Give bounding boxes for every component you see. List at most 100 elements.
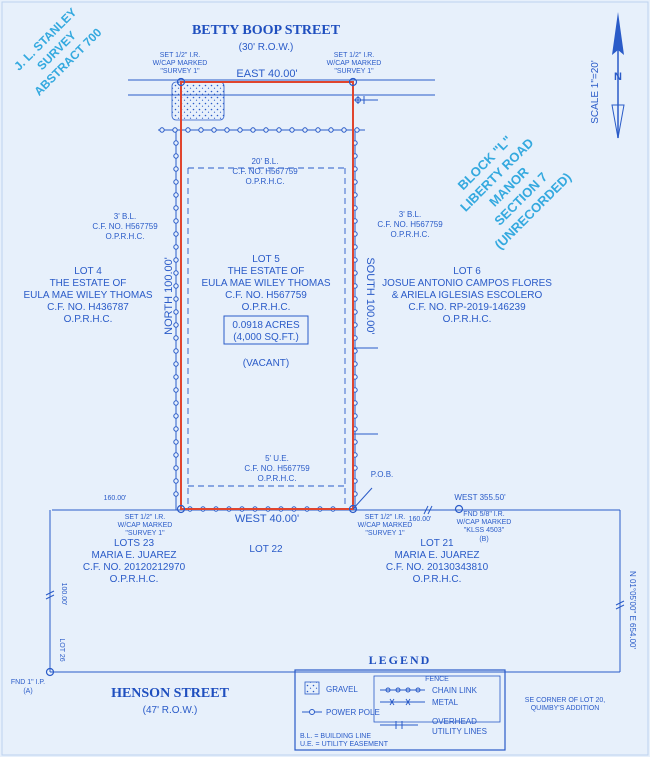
svg-text:C.F. NO. H567759: C.F. NO. H567759	[244, 464, 310, 473]
fence-post	[302, 127, 308, 133]
svg-text:O.P.R.H.C.: O.P.R.H.C.	[242, 302, 291, 313]
fence-post	[173, 374, 179, 380]
bottom-street-row: (47' R.O.W.)	[143, 705, 198, 716]
svg-text:O.P.R.H.C.: O.P.R.H.C.	[258, 474, 297, 483]
svg-text:LOT 4: LOT 4	[74, 266, 102, 277]
svg-text:OVERHEAD: OVERHEAD	[432, 717, 477, 726]
svg-text:W/CAP MARKED: W/CAP MARKED	[118, 522, 173, 529]
fence-post	[173, 218, 179, 224]
fence-post	[173, 361, 179, 367]
area-acres: 0.0918 ACRES	[232, 320, 300, 331]
svg-text:3' B.L.: 3' B.L.	[114, 212, 136, 221]
fence-post	[173, 491, 179, 497]
fence-post	[173, 166, 179, 172]
svg-text:C.F. NO. H567759: C.F. NO. H567759	[92, 222, 158, 231]
svg-text:LOTS 23: LOTS 23	[114, 538, 154, 549]
bottom-street-name: HENSON STREET	[111, 686, 230, 701]
legend-overhead-icon	[380, 721, 418, 729]
fence-post	[173, 244, 179, 250]
svg-text:GRAVEL: GRAVEL	[326, 685, 358, 694]
fence-post	[224, 127, 230, 133]
svg-text:SE CORNER OF LOT 20,: SE CORNER OF LOT 20,	[525, 697, 605, 704]
svg-text:FENCE: FENCE	[425, 676, 449, 683]
fence-post	[315, 127, 321, 133]
fence-post	[328, 127, 334, 133]
boundary-tie	[352, 487, 373, 510]
svg-text:3' B.L.: 3' B.L.	[399, 210, 421, 219]
svg-text:"SURVEY 1": "SURVEY 1"	[160, 68, 200, 75]
lot6-label: LOT 6 JOSUE ANTONIO CAMPOS FLORES & ARIE…	[382, 266, 552, 325]
fence-post	[173, 309, 179, 315]
top-street-row: (30' R.O.W.)	[239, 42, 294, 53]
svg-text:N: N	[614, 71, 622, 83]
svg-text:EULA MAE WILEY THOMAS: EULA MAE WILEY THOMAS	[201, 278, 330, 289]
svg-text:O.P.R.H.C.: O.P.R.H.C.	[391, 230, 430, 239]
svg-text:MARIA E. JUAREZ: MARIA E. JUAREZ	[394, 550, 479, 561]
lot26-label: LOT 26	[58, 638, 65, 661]
monument-bottom-left: SET 1/2" I.R. W/CAP MARKED "SURVEY 1"	[118, 514, 173, 537]
legend-title: LEGEND	[369, 653, 432, 667]
svg-text:(B): (B)	[479, 536, 488, 543]
svg-text:"SURVEY 1": "SURVEY 1"	[365, 530, 405, 537]
fence-post	[263, 127, 269, 133]
svg-text:C.F. NO. 20120212970: C.F. NO. 20120212970	[83, 562, 186, 573]
fence-post	[172, 127, 178, 133]
dim-160-left: 160.00'	[104, 495, 127, 502]
svg-text:FND 1" I.P.: FND 1" I.P.	[11, 679, 45, 686]
dim-160-right: 160.00'	[409, 516, 432, 523]
se-corner-label: SE CORNER OF LOT 20, QUIMBY'S ADDITION	[525, 697, 605, 712]
bl-3-right-label: 3' B.L. C.F. NO. H567759 O.P.R.H.C.	[377, 210, 443, 239]
fence-post	[173, 140, 179, 146]
legend-metal-icon	[380, 698, 425, 706]
north-arrow-icon: N	[611, 12, 625, 139]
svg-text:"SURVEY 1": "SURVEY 1"	[334, 68, 374, 75]
monument-bottom-right: SET 1/2" I.R. W/CAP MARKED "SURVEY 1"	[358, 514, 413, 537]
bl-20-label: 20' B.L. C.F. NO. H567759 O.P.R.H.C.	[232, 157, 298, 186]
fence-post	[173, 348, 179, 354]
lot4-label: LOT 4 THE ESTATE OF EULA MAE WILEY THOMA…	[23, 266, 152, 325]
svg-text:FND 5/8" I.R.: FND 5/8" I.R.	[463, 511, 504, 518]
legend-power-pole-icon	[302, 709, 322, 715]
pob-label: P.O.B.	[371, 470, 394, 479]
fence-post	[173, 231, 179, 237]
legend-gravel-swatch	[304, 681, 320, 695]
svg-text:MARIA E. JUAREZ: MARIA E. JUAREZ	[91, 550, 176, 561]
fence-post	[173, 387, 179, 393]
lot21-label: LOT 21 MARIA E. JUAREZ C.F. NO. 20130343…	[386, 538, 489, 585]
svg-text:THE ESTATE OF: THE ESTATE OF	[228, 266, 305, 277]
top-street-name: BETTY BOOP STREET	[192, 23, 341, 38]
block-label: BLOCK "L" LIBERTY ROAD MANOR SECTION 7 (…	[455, 133, 574, 252]
fence-post	[173, 465, 179, 471]
svg-text:LOT 21: LOT 21	[420, 538, 454, 549]
fence-post	[159, 127, 165, 133]
fence-post	[341, 127, 347, 133]
monument-fnd-58: FND 5/8" I.R. W/CAP MARKED "KLSS 4503" (…	[457, 511, 512, 543]
fence-post	[198, 127, 204, 133]
bearing-left: NORTH 100.00'	[163, 257, 175, 335]
lot5-label: LOT 5 THE ESTATE OF EULA MAE WILEY THOMA…	[201, 254, 330, 313]
svg-text:SET 1/2" I.R.: SET 1/2" I.R.	[160, 52, 201, 59]
survey-stamp: J. L. STANLEY SURVEY ABSTRACT 700	[11, 5, 104, 98]
fence-post	[289, 127, 295, 133]
building-lines	[187, 167, 346, 508]
svg-text:SET 1/2" I.R.: SET 1/2" I.R.	[365, 514, 406, 521]
fence-post	[237, 127, 243, 133]
fence-post	[250, 127, 256, 133]
fence-post	[173, 439, 179, 445]
svg-text:"SURVEY 1": "SURVEY 1"	[125, 530, 165, 537]
area-box	[223, 315, 309, 345]
svg-text:POWER POLE: POWER POLE	[326, 708, 380, 717]
svg-text:LOT 6: LOT 6	[453, 266, 481, 277]
fence-post	[173, 322, 179, 328]
scale-label: SCALE 1"=20'	[590, 60, 601, 124]
svg-text:CHAIN LINK: CHAIN LINK	[432, 686, 478, 695]
svg-text:O.P.R.H.C.: O.P.R.H.C.	[106, 232, 145, 241]
svg-text:W/CAP MARKED: W/CAP MARKED	[358, 522, 413, 529]
bearing-bottom: WEST 40.00'	[235, 513, 299, 525]
fence-post	[173, 179, 179, 185]
svg-text:LOT 5: LOT 5	[252, 254, 280, 265]
svg-text:SET 1/2" I.R.: SET 1/2" I.R.	[125, 514, 166, 521]
break-symbols	[45, 505, 625, 610]
